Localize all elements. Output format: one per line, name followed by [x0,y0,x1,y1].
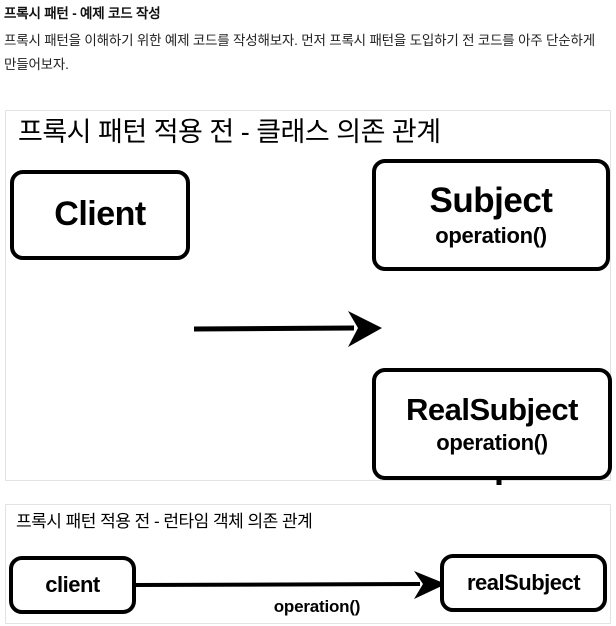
class-node-realsubject[interactable]: RealSubject operation() [372,368,612,480]
runtime-node-realsubject-label: realSubject [466,570,581,596]
page-title: 프록시 패턴 - 예제 코드 작성 [4,6,161,21]
class-node-client-label: Client [54,195,146,234]
article-text-block: 프록시 패턴 - 예제 코드 작성 프록시 패턴을 이해하기 위한 예제 코드를… [4,6,604,76]
runtime-node-realsubject[interactable]: realSubject [440,554,607,612]
class-dependency-diagram-title: 프록시 패턴 적용 전 - 클래스 의존 관계 [18,117,441,147]
intro-paragraph: 프록시 패턴을 이해하기 위한 예제 코드를 작성해보자. 먼저 프록시 패턴을… [4,33,595,72]
dependency-arrow-client-to-subject [193,311,382,347]
class-node-realsubject-label: RealSubject [406,392,578,428]
class-node-subject[interactable]: Subject operation() [372,159,610,271]
call-arrow-client-to-realsubject [133,571,446,599]
class-node-subject-operation: operation() [435,222,547,248]
runtime-node-client[interactable]: client [9,556,136,614]
runtime-dependency-diagram-title: 프록시 패턴 적용 전 - 런타임 객체 의존 관계 [16,512,313,531]
class-node-client[interactable]: Client [10,170,190,260]
class-node-subject-label: Subject [429,181,553,221]
call-arrow-operation-label: operation() [273,597,361,616]
class-node-realsubject-operation: operation() [436,429,548,455]
runtime-node-client-label: client [45,572,100,598]
